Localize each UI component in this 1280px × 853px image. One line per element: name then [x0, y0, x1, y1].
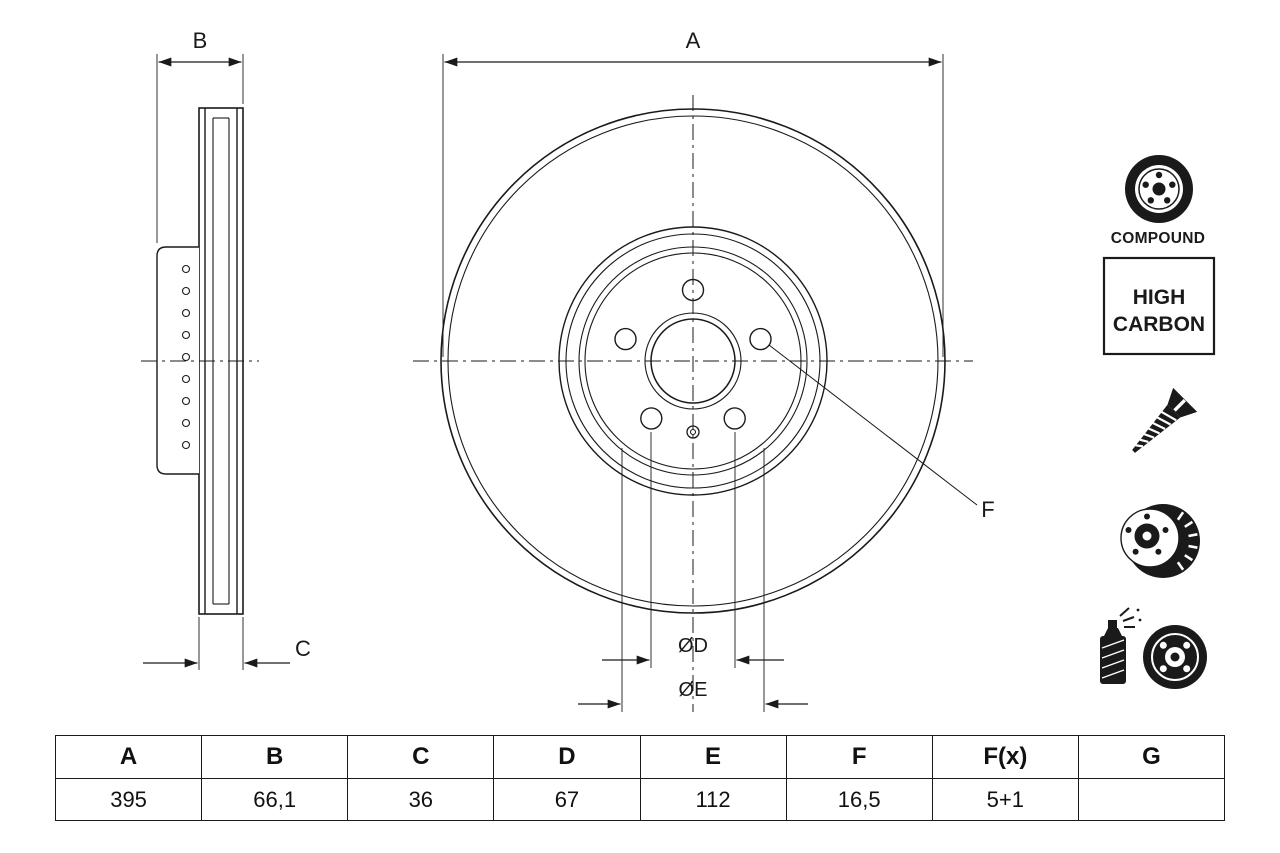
- vented-disc-icon: [1120, 504, 1200, 578]
- spray-can: [1100, 607, 1142, 684]
- table-header-b: B: [201, 735, 349, 779]
- table-header-e: E: [639, 735, 787, 779]
- table-value-f: 16,5: [785, 778, 933, 821]
- bolt-hole: [749, 327, 772, 351]
- dimension-b: B: [156, 28, 244, 243]
- table-header-a: A: [54, 735, 203, 779]
- coating-spray-icon: [1100, 607, 1207, 689]
- table-header-fx: F(x): [931, 735, 1079, 779]
- dim-e-label: ØE: [679, 679, 708, 701]
- dimension-a: A: [442, 28, 944, 357]
- dimension-table: A B C D E F F(x) G 395 66,1 36 67 112 16…: [54, 735, 1226, 821]
- dimension-f-callout: F: [768, 344, 995, 522]
- table-value-a: 395: [54, 778, 203, 821]
- high-carbon-line2: CARBON: [1113, 313, 1205, 336]
- table-header-g: G: [1077, 735, 1226, 779]
- dim-f-label: F: [981, 497, 994, 522]
- table-value-c: 36: [347, 778, 495, 821]
- compound-icon: COMPOUND: [1111, 155, 1206, 247]
- bolt-hole: [640, 407, 663, 430]
- dim-c-label: C: [295, 636, 311, 661]
- dimension-d: ØD: [602, 432, 784, 668]
- table-value-b: 66,1: [201, 778, 349, 821]
- dim-a-label: A: [686, 28, 701, 53]
- dim-b-label: B: [193, 28, 208, 53]
- side-view-section: [141, 107, 259, 615]
- screw-icon: [1132, 387, 1198, 453]
- bolt-hole: [723, 407, 746, 430]
- table-header-f: F: [785, 735, 933, 779]
- compound-label: COMPOUND: [1111, 230, 1206, 247]
- high-carbon-badge: HIGH CARBON: [1102, 256, 1216, 356]
- dimension-c: C: [143, 617, 311, 670]
- bolt-hole: [614, 327, 637, 351]
- table-value-g: [1077, 778, 1226, 821]
- table-header-c: C: [347, 735, 495, 779]
- front-view: [413, 95, 973, 712]
- table-value-fx: 5+1: [931, 778, 1079, 821]
- table-value-d: 67: [493, 778, 641, 821]
- dimension-table-header-row: A B C D E F F(x) G: [54, 735, 1226, 779]
- high-carbon-line1: HIGH: [1133, 286, 1186, 309]
- dim-d-label: ØD: [678, 635, 708, 657]
- table-header-d: D: [493, 735, 641, 779]
- brake-disc-technical-drawing: B C: [141, 28, 1216, 712]
- dimension-e: ØE: [578, 448, 808, 712]
- dimension-table-value-row: 395 66,1 36 67 112 16,5 5+1: [54, 778, 1226, 821]
- table-value-e: 112: [639, 778, 787, 821]
